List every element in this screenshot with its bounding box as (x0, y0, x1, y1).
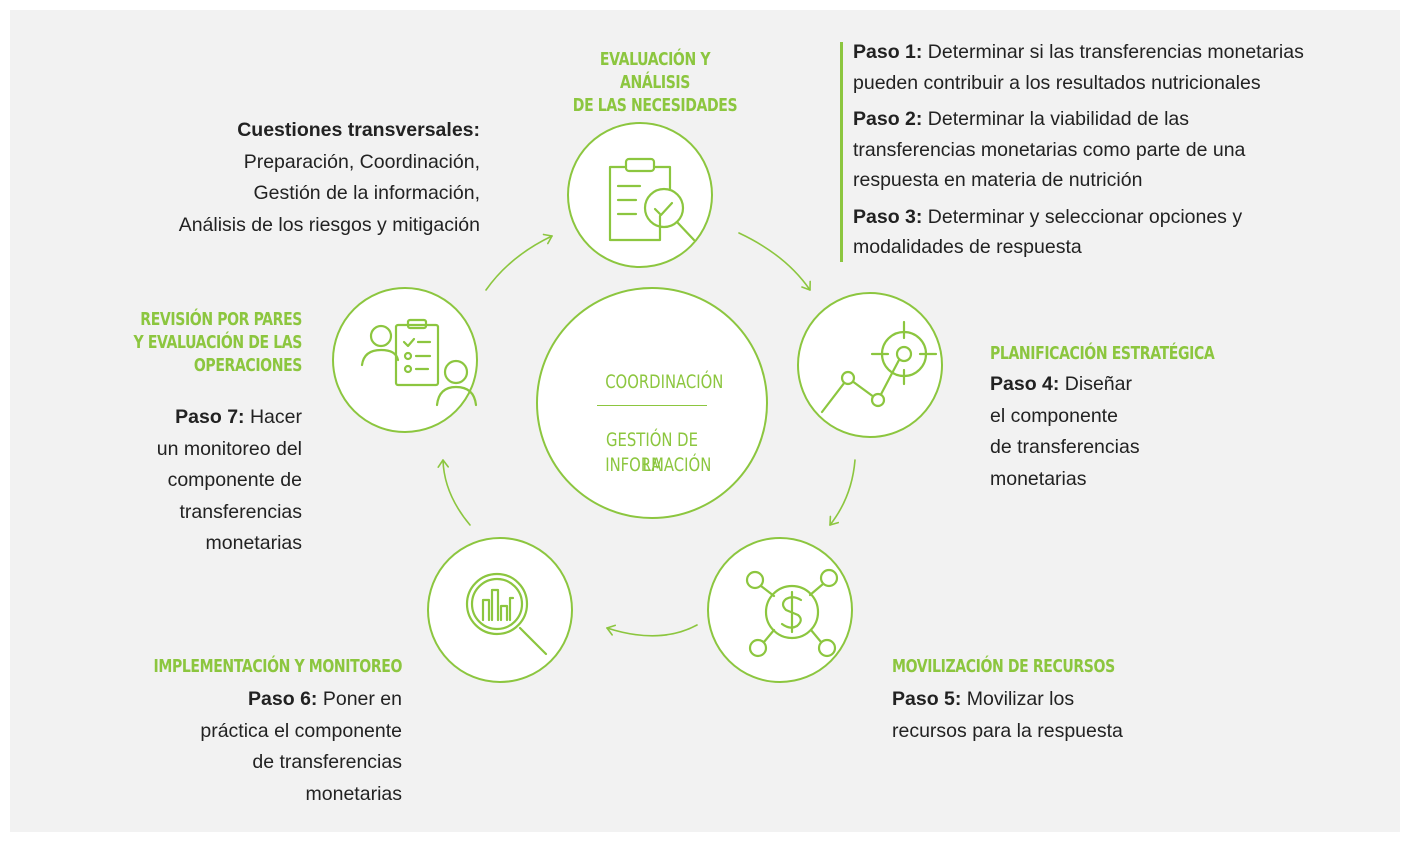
cross-cutting-title: Cuestiones transversales: (237, 119, 480, 141)
planning-heading: PLANIFICACIÓN ESTRATÉGICA (990, 343, 1215, 364)
step-text: monetarias (990, 467, 1087, 490)
step-1: Paso 1: Determinar si las transferencias… (853, 37, 1398, 98)
step-label: Paso 7: (175, 406, 245, 428)
step-6: Paso 6: Poner en práctica el componente … (100, 684, 402, 810)
cross-cutting-line: Análisis de los riesgos y mitigación (178, 213, 480, 236)
step-text: Determinar la viabilidad de las (927, 108, 1190, 130)
step-label: Paso 4: (990, 373, 1060, 395)
arrow-review-to-assessment (485, 233, 553, 291)
steps-1-3-block: Paso 1: Determinar si las transferencias… (853, 37, 1398, 263)
steps-1-3-bar (840, 42, 843, 262)
step-7: Paso 7: Hacer un monitoreo del component… (72, 402, 302, 560)
center-label-info-2: INFORMACIÓN (605, 454, 712, 476)
center-circle (536, 287, 768, 519)
arrow-planning-to-resources (829, 459, 856, 526)
step-text: componente de (167, 469, 302, 491)
step-text: Diseñar (1064, 373, 1132, 395)
step-text: modalidades de respuesta (853, 236, 1082, 258)
assessment-circle (567, 122, 713, 268)
step-text: monetarias (205, 532, 302, 554)
step-4: Paso 4: Diseñar el componente de transfe… (990, 369, 1230, 495)
step-label: Paso 2: (853, 108, 923, 130)
heading-line: OPERACIONES (193, 355, 303, 376)
step-text: transferencias (179, 500, 302, 523)
step-text: de transferencias (252, 751, 402, 773)
dollar-network-icon (745, 568, 839, 658)
implementation-heading: IMPLEMENTACIÓN Y MONITOREO (153, 656, 403, 677)
planning-circle (797, 292, 943, 438)
assessment-heading: EVALUACIÓN Y ANÁLISIS DE LAS NECESIDADES (565, 48, 744, 117)
step-label: Paso 5: (892, 688, 962, 710)
step-text: Determinar si las transferencias monetar… (927, 41, 1304, 63)
heading-line: EVALUACIÓN Y ANÁLISIS (599, 49, 711, 93)
center-divider (597, 405, 707, 406)
step-text: Poner en (322, 688, 402, 710)
step-text: recursos para la respuesta (892, 719, 1123, 742)
step-text: el componente (990, 404, 1118, 427)
people-checklist-icon (360, 318, 478, 407)
review-circle (332, 287, 478, 433)
step-label: Paso 6: (248, 688, 318, 710)
step-text: un monitoreo del (156, 437, 302, 460)
step-text: pueden contribuir a los resultados nutri… (853, 71, 1261, 94)
step-5: Paso 5: Movilizar los recursos para la r… (892, 684, 1212, 747)
review-heading: REVISIÓN POR PARES Y EVALUACIÓN DE LAS O… (98, 308, 303, 377)
step-label: Paso 3: (853, 205, 923, 228)
resources-circle (707, 537, 853, 683)
arrow-assessment-to-planning (738, 232, 811, 291)
heading-line: Y EVALUACIÓN DE LAS (133, 332, 303, 353)
step-text: práctica el componente (200, 719, 402, 742)
step-2: Paso 2: Determinar la viabilidad de las … (853, 104, 1398, 196)
arrow-implementation-to-review (437, 459, 471, 526)
center-label-coordination: COORDINACIÓN (605, 371, 724, 393)
clipboard-magnifier-icon (608, 157, 696, 242)
step-text: monetarias (305, 782, 402, 805)
heading-line: DE LAS NECESIDADES (572, 95, 738, 116)
step-text: Determinar y seleccionar opciones y (927, 205, 1243, 228)
step-label: Paso 1: (853, 41, 923, 63)
chart-magnifier-icon (465, 572, 548, 656)
cross-cutting-line: Preparación, Coordinación, (243, 150, 480, 173)
step-text: respuesta en materia de nutrición (853, 169, 1143, 191)
arrow-resources-to-implementation (606, 624, 698, 637)
heading-line: REVISIÓN POR PARES (140, 309, 302, 330)
step-text: transferencias monetarias como parte de … (853, 138, 1246, 161)
step-text: Hacer (249, 406, 302, 428)
step-3: Paso 3: Determinar y seleccionar opcione… (853, 202, 1398, 263)
cross-cutting-line: Gestión de la información, (253, 182, 480, 204)
step-text: de transferencias (990, 436, 1140, 458)
step-text: Movilizar los (966, 688, 1075, 710)
resources-heading: MOVILIZACIÓN DE RECURSOS (892, 656, 1115, 677)
cross-cutting-block: Cuestiones transversales: Preparación, C… (100, 115, 480, 241)
target-growth-icon (820, 320, 938, 414)
center-label-info-1: GESTIÓN DE LA (606, 429, 698, 476)
